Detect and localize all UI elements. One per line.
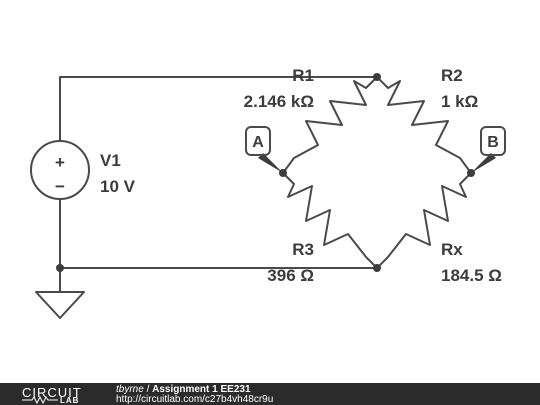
- probe-a[interactable]: [245, 126, 271, 156]
- probe-a-tip: [258, 153, 283, 173]
- footer-bar: CIRCUIT LAB tbyrne / Assignment 1 EE231 …: [0, 383, 540, 405]
- resistor-r2: [376, 76, 472, 174]
- node-bottom: [373, 264, 381, 272]
- probe-b[interactable]: [480, 126, 506, 156]
- rx-value-label: 184.5 Ω: [441, 266, 502, 285]
- top-wire: [59, 76, 378, 142]
- footer-info: tbyrne / Assignment 1 EE231: [116, 384, 251, 395]
- node-ground: [56, 264, 64, 272]
- circuit-title[interactable]: Assignment 1 EE231: [152, 384, 251, 395]
- source-name-label: V1: [100, 151, 121, 170]
- ground-symbol: [35, 291, 85, 319]
- source-value-label: 10 V: [100, 177, 136, 196]
- footer-separator: /: [143, 384, 153, 395]
- source-minus-sign: −: [55, 177, 65, 196]
- r2-name-label: R2: [441, 66, 463, 85]
- logo-lab-text: LAB: [60, 396, 80, 405]
- resistor-r1: [282, 76, 378, 174]
- logo-wordmark: CIRCUIT: [22, 385, 82, 400]
- probe-b-label: B: [487, 134, 499, 151]
- voltage-source-symbol: [30, 140, 90, 200]
- circuitlab-logo[interactable]: CIRCUIT LAB: [22, 385, 98, 405]
- resistor-rx: [376, 172, 472, 269]
- author-link[interactable]: tbyrne: [116, 384, 144, 395]
- r1-value-label: 2.146 kΩ: [244, 92, 314, 111]
- resistor-r3: [282, 172, 378, 269]
- circuit-schematic: + − A B V1 10 V R1 2.146 kΩ R2 1 kΩ R3 3…: [30, 66, 506, 319]
- probe-a-label: A: [252, 134, 264, 151]
- r3-value-label: 396 Ω: [267, 266, 314, 285]
- r2-value-label: 1 kΩ: [441, 92, 478, 111]
- rx-name-label: Rx: [441, 240, 463, 259]
- probe-b-tip: [471, 153, 496, 173]
- source-plus-sign: +: [55, 153, 65, 172]
- logo-resistor-icon: [22, 396, 58, 404]
- circuit-url-link[interactable]: http://circuitlab.com/c27b4vh48cr9u: [116, 394, 274, 405]
- r1-name-label: R1: [292, 66, 314, 85]
- r3-name-label: R3: [292, 240, 314, 259]
- node-top: [373, 73, 381, 81]
